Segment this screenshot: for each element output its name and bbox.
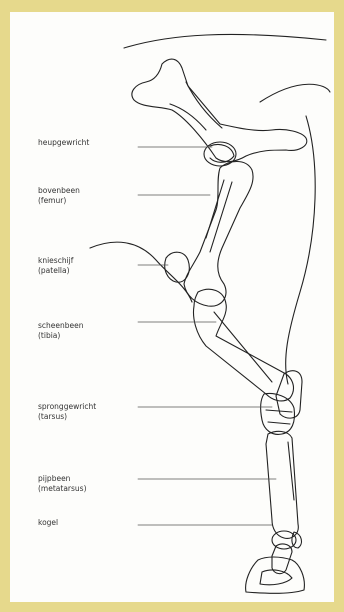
stifle-outline [90, 242, 192, 302]
horse-hindleg-skeleton-diagram [10, 12, 334, 602]
tarsus-bones [261, 394, 295, 435]
tibia-fibula-line [214, 312, 272, 382]
femur-bone [184, 162, 253, 307]
rump-outline [260, 84, 330, 102]
label-heupgewricht-text: heupgewricht [38, 138, 89, 148]
hind-leg-outline [286, 116, 316, 384]
diagram-panel: heupgewricht bovenbeen (femur) knieschij… [10, 12, 334, 602]
label-pijpbeen: pijpbeen (metatarsus) [38, 474, 87, 494]
label-spronggewricht: spronggewricht (tarsus) [38, 402, 96, 422]
label-spronggewricht-text: spronggewricht [38, 402, 96, 412]
label-femur-text: (femur) [38, 196, 80, 206]
metatarsus-bone [266, 431, 298, 538]
pelvis-bone [132, 59, 307, 162]
leader-lines [138, 147, 276, 525]
label-knieschijf-text: knieschijf [38, 256, 73, 266]
pelvis-detail [170, 82, 222, 130]
body-outline [124, 34, 326, 48]
label-patella-text: (patella) [38, 266, 73, 276]
label-heupgewricht: heupgewricht [38, 138, 89, 148]
hoof-outline [246, 557, 305, 593]
label-scheenbeen-text: scheenbeen [38, 321, 84, 331]
label-tarsus-text: (tarsus) [38, 412, 96, 422]
hip-joint-detail [210, 144, 234, 162]
label-pijpbeen-text: pijpbeen [38, 474, 87, 484]
label-scheenbeen: scheenbeen (tibia) [38, 321, 84, 341]
label-metatarsus-text: (metatarsus) [38, 484, 87, 494]
label-tibia-text: (tibia) [38, 331, 84, 341]
label-bovenbeen: bovenbeen (femur) [38, 186, 80, 206]
label-kogel: kogel [38, 518, 58, 528]
label-knieschijf: knieschijf (patella) [38, 256, 73, 276]
tarsus-detail [266, 410, 292, 424]
label-kogel-text: kogel [38, 518, 58, 528]
sesamoid-bone [292, 532, 302, 548]
label-bovenbeen-text: bovenbeen [38, 186, 80, 196]
femur-detail [206, 180, 232, 252]
